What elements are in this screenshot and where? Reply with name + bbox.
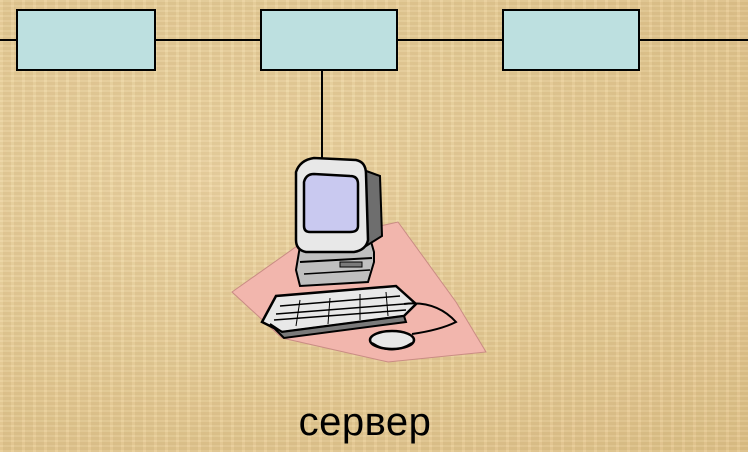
mouse-cable xyxy=(403,302,458,335)
network-node-3 xyxy=(502,9,640,71)
network-node-1 xyxy=(16,9,156,71)
network-node-2 xyxy=(260,9,398,71)
monitor-screen xyxy=(302,172,360,234)
server-label: сервер xyxy=(298,400,432,444)
computer-icon xyxy=(231,156,487,363)
